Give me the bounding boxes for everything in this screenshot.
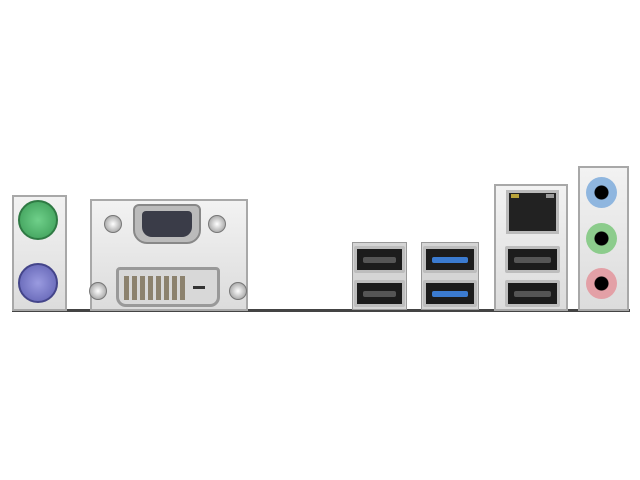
usb2-port[interactable] — [354, 246, 405, 273]
baseline — [12, 309, 630, 312]
screw-icon — [89, 282, 107, 300]
screw-icon — [104, 215, 122, 233]
ps2-keyboard-port — [18, 263, 58, 303]
screw-icon — [229, 282, 247, 300]
usb3-port[interactable] — [423, 280, 477, 307]
usb3-port[interactable] — [423, 246, 477, 273]
audio-mic-jack[interactable] — [586, 268, 617, 299]
screw-icon — [208, 215, 226, 233]
dvi-blade — [193, 286, 205, 289]
ps2-mouse-port — [18, 200, 58, 240]
audio-line-in-jack[interactable] — [586, 177, 617, 208]
lan-led-icon — [546, 194, 554, 198]
audio-line-out-jack[interactable] — [586, 223, 617, 254]
usb2-port[interactable] — [354, 280, 405, 307]
usb2-port[interactable] — [505, 246, 560, 273]
usb2-port[interactable] — [505, 280, 560, 307]
lan-led-icon — [511, 194, 519, 198]
dvi-pins — [124, 276, 186, 300]
vga-port — [133, 204, 201, 244]
